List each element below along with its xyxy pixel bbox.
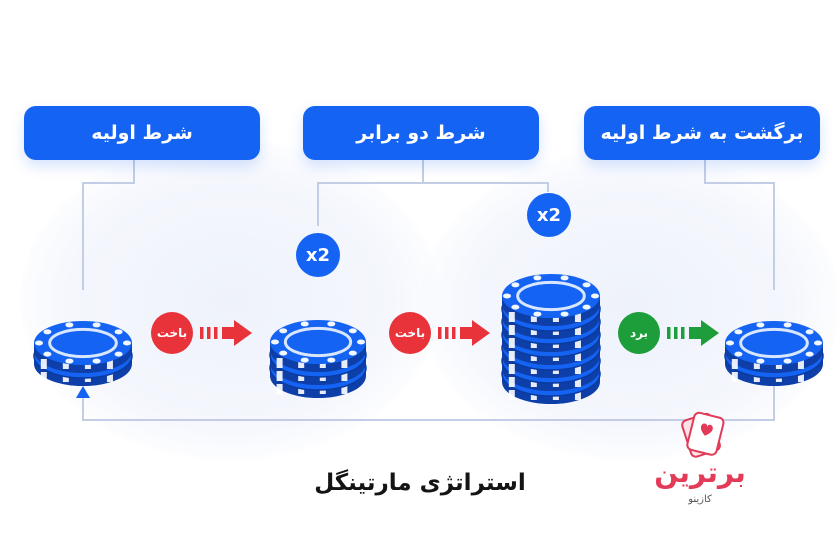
arrow-right-icon: [438, 320, 490, 346]
loss-badge-2: باخت: [389, 312, 431, 354]
multiplier-badge-1: x2: [296, 233, 340, 277]
strategy-caption: استراتژی مارتینگل: [314, 470, 526, 496]
chip-stack-3: [501, 274, 601, 404]
chip-stack-1: [33, 321, 133, 386]
result-arrows: [200, 320, 719, 346]
loss-badge-1: باخت: [151, 312, 193, 354]
connector-double-bet: [317, 182, 549, 226]
double-bet-label: شرط دو برابر: [303, 106, 539, 160]
connector-initial-bet: [82, 159, 135, 290]
multiplier-badge-2: x2: [527, 193, 571, 237]
return-bet-text: برگشت به شرط اولیه: [600, 122, 804, 144]
chip: [502, 274, 600, 326]
arrow-up-icon: [76, 386, 90, 398]
connector-lines: [82, 159, 775, 421]
return-bet-label: برگشت به شرط اولیه: [584, 106, 820, 160]
background-blob-left: [20, 140, 440, 460]
chip-stack-4: [724, 321, 824, 386]
win-badge: برد: [618, 312, 660, 354]
loop-back-line: [82, 378, 775, 421]
logo-name: برترین: [654, 456, 746, 489]
double-bet-text: شرط دو برابر: [356, 122, 486, 144]
chip: [34, 321, 132, 373]
arrow-right-icon: [200, 320, 252, 346]
chip-stacks: [33, 274, 824, 404]
connector-return-bet: [704, 160, 775, 290]
chip-stack-2: [269, 320, 367, 398]
background-blob-right: [420, 150, 840, 460]
initial-bet-label: شرط اولیه: [24, 106, 260, 160]
arrow-right-icon: [667, 320, 719, 346]
card-suit-icon: [681, 411, 725, 458]
chip: [725, 321, 823, 373]
logo-sub: کازینو: [688, 494, 712, 505]
chip: [270, 320, 366, 372]
initial-bet-text: شرط اولیه: [91, 122, 193, 144]
